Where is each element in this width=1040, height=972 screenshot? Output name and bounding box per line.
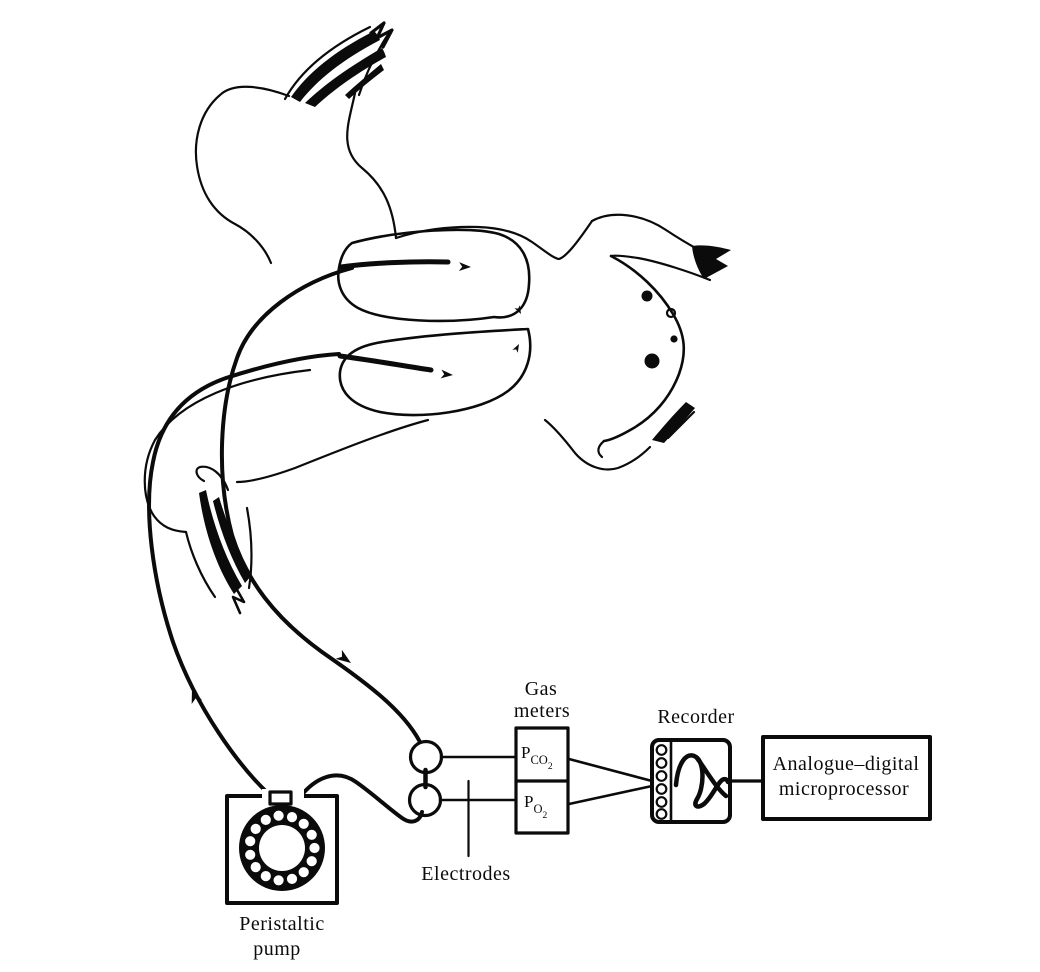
frog-head xyxy=(602,254,686,443)
frog-internal-cannula-lower xyxy=(337,353,434,373)
recorder-label: Recorder xyxy=(657,706,734,728)
frog-lower-foot xyxy=(184,490,253,615)
pump-roller xyxy=(297,817,311,831)
sprocket-hole xyxy=(655,808,668,820)
signal-lines xyxy=(438,755,765,806)
processor: Analogue–digital microprocessor xyxy=(761,735,932,821)
frog-illustration xyxy=(143,21,731,615)
processor-label-line1: Analogue–digital xyxy=(773,753,920,775)
frog-upper-lobe xyxy=(336,228,531,323)
pump-roller xyxy=(243,848,257,862)
pump-roller xyxy=(272,873,286,887)
pump-roller xyxy=(297,865,311,879)
pump-tube-fitting xyxy=(268,790,293,806)
peristaltic-pump: Peristaltic pump xyxy=(225,789,339,960)
frog-eye-dot-small xyxy=(670,335,678,343)
sprocket-hole xyxy=(655,783,668,795)
frog-lower-lobe xyxy=(338,327,532,417)
frog-nostril-dot xyxy=(641,290,653,302)
pump-rotor-center xyxy=(259,825,305,871)
pump-to-electrode-tube xyxy=(298,773,424,824)
pump-roller xyxy=(308,841,322,855)
sprocket-hole xyxy=(655,744,668,756)
catheter-tubes xyxy=(147,266,424,824)
electrode-cells: Electrodes xyxy=(407,739,510,885)
pump-label-line1: Peristaltic xyxy=(239,913,324,935)
pump-roller xyxy=(285,810,299,824)
frog-lower-leg xyxy=(143,368,430,534)
processor-box xyxy=(761,735,932,821)
pump-label-line2: pump xyxy=(253,938,301,960)
recorder-trace-1 xyxy=(673,753,731,809)
gas-meters: Gas meters PCO2 PO2 xyxy=(514,678,570,835)
frog-eye-dot-large xyxy=(644,353,660,369)
frog-head-arc xyxy=(602,254,686,443)
catheter-outflow-tube xyxy=(219,266,422,744)
electrodes-label: Electrodes xyxy=(421,863,510,885)
pump-roller xyxy=(305,854,319,868)
frog-body-lobes xyxy=(336,228,532,417)
frog-nostril-ring xyxy=(665,307,677,319)
pump-roller xyxy=(272,809,286,823)
sprocket-hole xyxy=(655,796,668,808)
processor-label-line2: microprocessor xyxy=(779,778,909,800)
sprocket-hole xyxy=(655,757,668,769)
pump-roller xyxy=(305,828,319,842)
frog-lower-arm xyxy=(543,402,696,471)
recorder-trace-2 xyxy=(694,755,729,799)
recorder-sprocket-holes xyxy=(655,744,668,820)
po2-label: PO2 xyxy=(524,792,548,821)
frog-upper-leg-outline xyxy=(194,85,291,265)
line-pco2-to-recorder xyxy=(567,757,654,783)
pco2-label: PCO2 xyxy=(521,743,553,772)
pump-roller xyxy=(249,860,263,874)
frog-lower-hand-claws xyxy=(652,402,695,443)
recorder: Recorder xyxy=(650,706,734,824)
frog-body-top-edge xyxy=(394,219,594,261)
frog-upper-hand-claws xyxy=(692,245,731,279)
pump-roller xyxy=(243,834,257,848)
gas-meters-title-line1: Gas xyxy=(525,678,558,700)
pump-roller xyxy=(259,813,273,827)
frog-internal-cannula-upper xyxy=(338,259,451,270)
frog-upper-arm xyxy=(590,213,731,282)
frog-upper-foot xyxy=(283,21,394,107)
sprocket-hole xyxy=(655,770,668,782)
flow-arrow-body-upper xyxy=(458,262,472,272)
flow-arrow-body-lower xyxy=(440,369,454,380)
pump-roller xyxy=(259,869,273,883)
frog-upper-leg-inner xyxy=(346,91,398,240)
flow-arrow-pinch-lower xyxy=(512,342,522,353)
pump-roller xyxy=(285,872,299,886)
frog-lower-foot-claws xyxy=(231,586,246,615)
pump-rollers xyxy=(243,809,322,887)
line-po2-to-recorder xyxy=(567,784,654,806)
frog-upper-foot-claws xyxy=(369,21,394,49)
pump-roller xyxy=(249,822,263,836)
gas-meters-title-line2: meters xyxy=(514,700,570,722)
catheter-return-tube xyxy=(147,352,341,798)
